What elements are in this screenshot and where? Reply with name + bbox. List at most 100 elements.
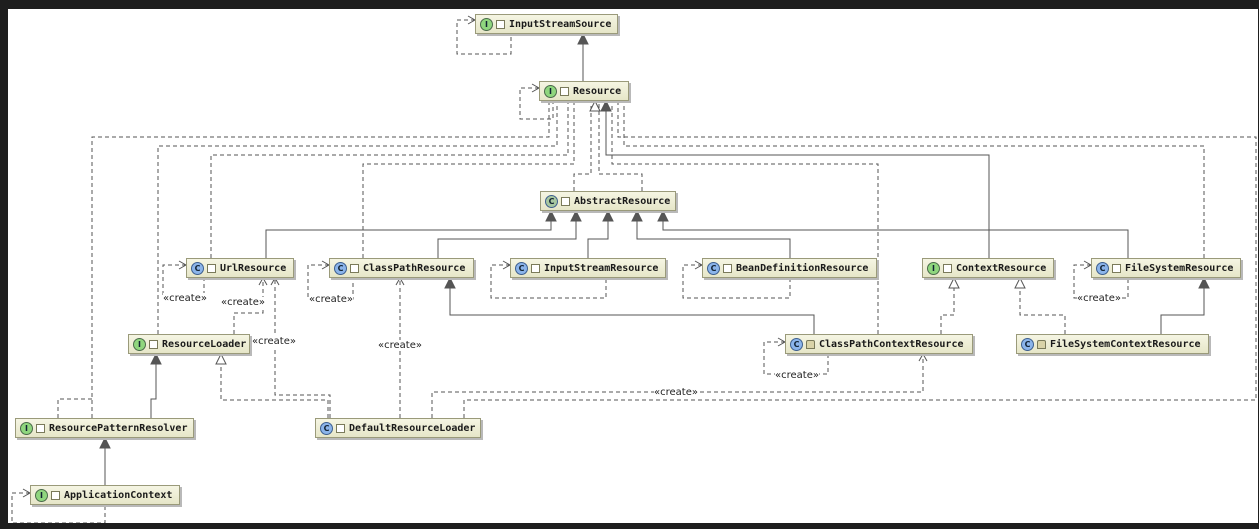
edge-3 bbox=[210, 101, 569, 258]
package-visibility-icon bbox=[149, 339, 158, 349]
interface-icon: I bbox=[927, 261, 940, 275]
self-loop-resource bbox=[519, 87, 554, 120]
edge-9 bbox=[605, 101, 990, 258]
edge-label-create: «create» bbox=[378, 340, 422, 351]
node-class-path-context-resource[interactable]: C ClassPathContextResource bbox=[785, 334, 973, 354]
edge-12 bbox=[587, 211, 609, 258]
abstract-class-icon: C bbox=[545, 194, 558, 208]
diagram-canvas: I InputStreamSource I Resource C Abstrac… bbox=[8, 9, 1258, 523]
node-label: ResourcePatternResolver bbox=[49, 422, 188, 434]
dependency-arrowhead bbox=[918, 352, 928, 362]
node-application-context[interactable]: I ApplicationContext bbox=[30, 485, 180, 505]
private-lock-icon bbox=[806, 339, 815, 349]
node-file-system-resource[interactable]: C FileSystemResource bbox=[1091, 258, 1241, 278]
package-visibility-icon bbox=[51, 490, 60, 500]
node-label: ClassPathContextResource bbox=[819, 338, 964, 350]
node-default-resource-loader[interactable]: C DefaultResourceLoader bbox=[315, 418, 481, 438]
edge-label-create: «create» bbox=[252, 336, 296, 347]
edge-6 bbox=[623, 101, 1205, 258]
interface-icon: I bbox=[544, 84, 557, 98]
interface-icon: I bbox=[20, 421, 33, 435]
edge-25 bbox=[463, 101, 1257, 418]
edge-14 bbox=[662, 211, 1129, 258]
inheritance-arrowhead bbox=[600, 99, 612, 112]
package-visibility-icon bbox=[943, 263, 952, 273]
inheritance-arrowhead bbox=[215, 352, 227, 365]
inheritance-arrowhead bbox=[444, 276, 456, 289]
node-context-resource[interactable]: I ContextResource bbox=[922, 258, 1054, 278]
edge-15 bbox=[162, 264, 205, 298]
node-bean-definition-resource[interactable]: C BeanDefinitionResource bbox=[702, 258, 877, 278]
edge-10 bbox=[265, 211, 552, 258]
node-label: BeanDefinitionResource bbox=[736, 262, 869, 274]
inheritance-arrowhead bbox=[1198, 276, 1210, 289]
edge-label-create: «create» bbox=[163, 293, 207, 304]
node-input-stream-resource[interactable]: C InputStreamResource bbox=[510, 258, 666, 278]
inheritance-arrowhead bbox=[948, 276, 960, 289]
package-visibility-icon bbox=[531, 263, 540, 273]
dependency-arrowhead bbox=[395, 276, 405, 286]
package-visibility-icon bbox=[496, 19, 505, 29]
node-label: ClassPathResource bbox=[363, 262, 466, 274]
package-visibility-icon bbox=[723, 263, 732, 273]
node-resource-loader[interactable]: I ResourceLoader bbox=[128, 334, 250, 354]
package-visibility-icon bbox=[336, 423, 345, 433]
inheritance-arrowhead bbox=[1014, 276, 1026, 289]
class-icon: C bbox=[707, 261, 720, 275]
edge-16 bbox=[307, 264, 354, 300]
interface-icon: I bbox=[35, 488, 48, 502]
edge-19 bbox=[1073, 264, 1129, 299]
node-class-path-resource[interactable]: C ClassPathResource bbox=[329, 258, 474, 278]
inheritance-arrowhead bbox=[589, 99, 601, 112]
class-icon: C bbox=[334, 261, 347, 275]
inheritance-arrowhead bbox=[150, 352, 162, 365]
dependency-arrowhead bbox=[258, 276, 268, 286]
node-label: FileSystemContextResource bbox=[1050, 338, 1201, 350]
edge-18 bbox=[682, 264, 791, 299]
private-lock-icon bbox=[1037, 339, 1046, 349]
edge-13 bbox=[636, 211, 791, 258]
interface-icon: I bbox=[133, 337, 146, 351]
node-resource[interactable]: I Resource bbox=[539, 81, 629, 101]
node-url-resource[interactable]: C UrlResource bbox=[186, 258, 294, 278]
edge-24 bbox=[431, 354, 924, 418]
class-icon: C bbox=[1021, 337, 1034, 351]
edge-28 bbox=[940, 278, 955, 334]
package-visibility-icon bbox=[1112, 263, 1121, 273]
inheritance-arrowhead bbox=[631, 209, 643, 222]
edge-label-create: «create» bbox=[654, 387, 698, 398]
node-abstract-resource[interactable]: C AbstractResource bbox=[540, 191, 676, 211]
edge-label-create: «create» bbox=[1077, 293, 1121, 304]
edge-1 bbox=[573, 101, 592, 191]
node-input-stream-source[interactable]: I InputStreamSource bbox=[475, 14, 618, 34]
relationship-edges bbox=[11, 15, 1257, 523]
node-label: UrlResource bbox=[220, 262, 287, 274]
node-label: DefaultResourceLoader bbox=[349, 422, 476, 434]
node-label: InputStreamSource bbox=[509, 18, 612, 30]
node-label: Resource bbox=[573, 85, 622, 97]
edge-2 bbox=[598, 101, 643, 191]
class-icon: C bbox=[1096, 261, 1109, 275]
package-visibility-icon bbox=[350, 263, 359, 273]
edge-4 bbox=[362, 101, 575, 258]
package-visibility-icon bbox=[561, 196, 570, 206]
edge-label-create: «create» bbox=[309, 294, 353, 305]
inheritance-arrowhead bbox=[99, 436, 111, 449]
edge-30 bbox=[1160, 278, 1205, 334]
edge-5 bbox=[611, 101, 879, 334]
node-file-system-context-resource[interactable]: C FileSystemContextResource bbox=[1016, 334, 1209, 354]
self-loop-input-stream-source bbox=[456, 19, 512, 55]
edge-7 bbox=[157, 101, 558, 334]
package-visibility-icon bbox=[36, 423, 45, 433]
class-icon: C bbox=[191, 261, 204, 275]
edge-label-create: «create» bbox=[775, 370, 819, 381]
class-icon: C bbox=[515, 261, 528, 275]
class-icon: C bbox=[790, 337, 803, 351]
edge-21 bbox=[233, 278, 264, 334]
node-label: ResourceLoader bbox=[162, 338, 247, 350]
inheritance-arrowhead bbox=[570, 209, 582, 222]
node-resource-pattern-resolver[interactable]: I ResourcePatternResolver bbox=[15, 418, 194, 438]
edge-20 bbox=[763, 341, 829, 375]
edge-26 bbox=[220, 354, 329, 418]
class-icon: C bbox=[320, 421, 333, 435]
